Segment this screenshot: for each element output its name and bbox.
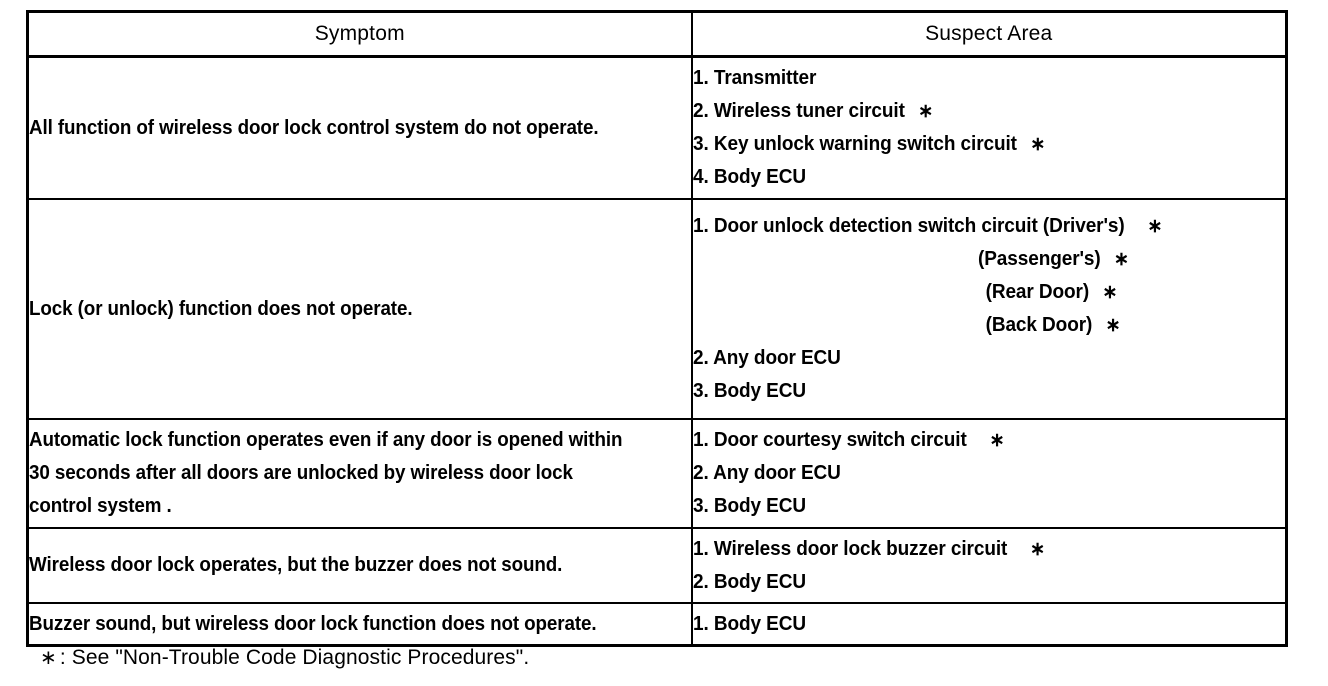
suspect-item-number: 1. xyxy=(692,612,709,635)
suspect-item-text: Body ECU xyxy=(713,612,806,635)
symptom-cell: All function of wireless door lock contr… xyxy=(26,55,693,200)
suspect-item-text: Any door ECU xyxy=(712,462,841,484)
suspect-item-text: Door courtesy switch circuit xyxy=(713,429,967,451)
asterisk-icon: ∗ xyxy=(40,647,57,669)
asterisk-icon: ∗ xyxy=(1101,282,1118,303)
suspect-area-item: 3. Body ECU xyxy=(693,490,1256,523)
suspect-item-number: 3. xyxy=(692,133,709,155)
footnote-separator: : xyxy=(59,646,66,669)
suspect-item-text: Transmitter xyxy=(713,67,816,89)
symptom-line: control system . xyxy=(29,495,172,517)
table-body: All function of wireless door lock contr… xyxy=(26,55,1288,647)
suspect-item-text: Body ECU xyxy=(713,380,806,402)
column-header-suspect-area-label: Suspect Area xyxy=(925,22,1053,46)
suspect-item-number: 2. xyxy=(692,100,709,122)
suspect-item-text: Any door ECU xyxy=(712,347,841,369)
suspect-area-item: (Passenger's) ∗ xyxy=(693,243,1256,276)
suspect-area-cell: 1. Body ECU xyxy=(690,602,1288,647)
suspect-item-number: 1. xyxy=(692,429,709,451)
suspect-area-cell: 1. Door unlock detection switch circuit … xyxy=(690,198,1288,420)
suspect-area-item: 4. Body ECU xyxy=(693,161,1256,194)
suspect-area-item: 2. Any door ECU xyxy=(693,342,1256,375)
asterisk-icon: ∗ xyxy=(1105,315,1121,336)
suspect-item-text: Body ECU xyxy=(713,495,806,517)
suspect-area-cell: 1. Wireless door lock buzzer circuit ∗ 2. … xyxy=(690,527,1288,604)
suspect-item-number: 3. xyxy=(692,495,709,517)
table-row: Wireless door lock operates, but the buz… xyxy=(26,527,1288,604)
table-header: Symptom Suspect Area xyxy=(26,10,1288,58)
suspect-area-item: 1. Door unlock detection switch circuit … xyxy=(693,210,1256,243)
asterisk-icon: ∗ xyxy=(1029,134,1045,155)
symptom-cell: Wireless door lock operates, but the buz… xyxy=(26,527,693,604)
symptom-line: Lock (or unlock) function does not opera… xyxy=(29,297,413,320)
suspect-item-text: (Rear Door) xyxy=(985,281,1089,303)
table-header-row: Symptom Suspect Area xyxy=(26,10,1288,58)
symptom-line: Wireless door lock operates, but the buz… xyxy=(29,554,563,576)
table-row: Buzzer sound, but wireless door lock fun… xyxy=(26,602,1288,647)
footnote: ∗: See "Non-Trouble Code Diagnostic Proc… xyxy=(40,645,529,670)
suspect-item-text: Key unlock warning switch circuit xyxy=(713,133,1017,155)
suspect-area-item: 1. Body ECU xyxy=(693,608,1256,641)
suspect-item-text: (Passenger's) xyxy=(977,248,1101,270)
asterisk-icon: ∗ xyxy=(989,430,1005,451)
suspect-area-item: (Back Door) ∗ xyxy=(693,309,1256,342)
column-header-symptom-label: Symptom xyxy=(314,22,405,46)
suspect-item-number: 1. xyxy=(692,67,709,89)
suspect-item-text: Door unlock detection switch circuit (Dr… xyxy=(713,215,1125,237)
suspect-area-item: 1. Wireless door lock buzzer circuit ∗ xyxy=(693,533,1256,566)
suspect-area-item: 2. Wireless tuner circuit ∗ xyxy=(693,95,1256,128)
suspect-item-number: 2. xyxy=(692,462,709,484)
column-header-suspect-area: Suspect Area xyxy=(690,10,1288,58)
suspect-area-item: 1. Door courtesy switch circuit ∗ xyxy=(693,424,1256,457)
suspect-area-item: (Rear Door) ∗ xyxy=(693,276,1256,309)
suspect-item-text: Wireless tuner circuit xyxy=(713,100,905,122)
problem-symptoms-table: Symptom Suspect Area All function of wir… xyxy=(26,10,1288,647)
suspect-item-number: 1. xyxy=(692,215,709,237)
table-row: Automatic lock function operates even if… xyxy=(26,418,1288,529)
suspect-item-number: 1. xyxy=(692,537,709,560)
suspect-item-text: (Back Door) xyxy=(985,314,1092,336)
symptom-cell: Lock (or unlock) function does not opera… xyxy=(26,198,693,420)
suspect-item-number: 2. xyxy=(692,570,709,593)
suspect-item-text: Body ECU xyxy=(713,166,806,188)
suspect-area-item: 1. Transmitter xyxy=(693,62,1256,95)
suspect-area-cell: 1. Door courtesy switch circuit ∗ 2. Any d… xyxy=(690,418,1288,529)
suspect-item-number: 4. xyxy=(692,166,709,188)
asterisk-icon: ∗ xyxy=(1029,538,1045,560)
asterisk-icon: ∗ xyxy=(1113,249,1129,270)
asterisk-icon: ∗ xyxy=(917,101,933,122)
suspect-item-text: Wireless door lock buzzer circuit xyxy=(713,537,1007,560)
footnote-text: See "Non-Trouble Code Diagnostic Procedu… xyxy=(71,646,530,669)
symptom-line: All function of wireless door lock contr… xyxy=(29,116,599,139)
suspect-area-item: 2. Any door ECU xyxy=(693,457,1256,490)
suspect-area-item: 2. Body ECU xyxy=(693,566,1256,599)
column-header-symptom: Symptom xyxy=(26,10,693,58)
suspect-item-number: 3. xyxy=(692,380,709,402)
symptom-line: Automatic lock function operates even if… xyxy=(29,429,623,451)
suspect-item-text: Body ECU xyxy=(713,570,806,593)
table-row: Lock (or unlock) function does not opera… xyxy=(26,198,1288,420)
suspect-area-item: 3. Key unlock warning switch circuit ∗ xyxy=(693,128,1256,161)
asterisk-icon: ∗ xyxy=(1146,216,1163,237)
symptom-line: Buzzer sound, but wireless door lock fun… xyxy=(29,612,597,635)
symptom-line: 30 seconds after all doors are unlocked … xyxy=(29,462,573,484)
suspect-area-item: 3. Body ECU xyxy=(693,375,1256,408)
symptom-cell: Automatic lock function operates even if… xyxy=(26,418,693,529)
table-row: All function of wireless door lock contr… xyxy=(26,55,1288,200)
symptom-cell: Buzzer sound, but wireless door lock fun… xyxy=(26,602,693,647)
suspect-item-number: 2. xyxy=(692,347,709,369)
